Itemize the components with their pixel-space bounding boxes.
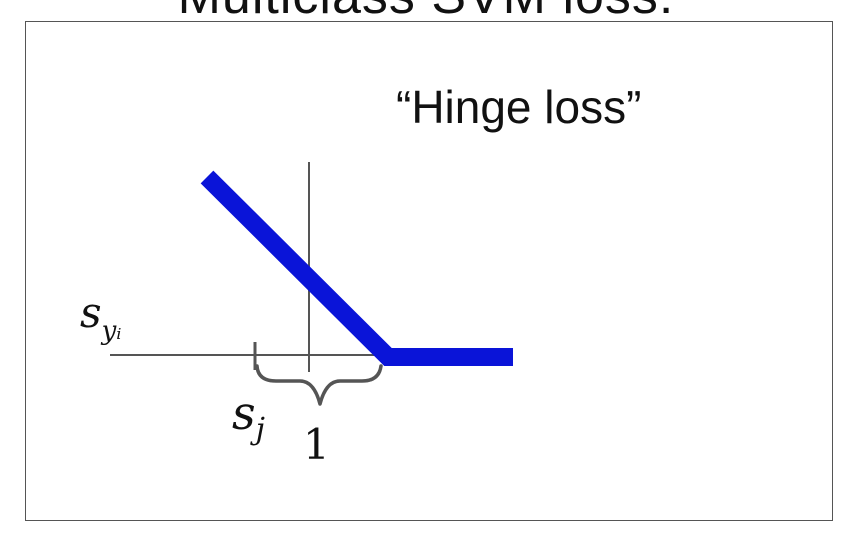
margin-brace [255,364,383,406]
label-s-yi-base: s [80,288,102,337]
label-s-yi: syᵢ [80,288,121,346]
hinge-loss-title: “Hinge loss” [396,81,642,133]
label-s-j-base: s [232,386,256,440]
hinge-loss-curve [200,170,513,366]
label-s-j: sj [232,386,265,447]
margin-label: 1 [303,420,330,469]
diagram-frame [25,21,833,521]
label-s-yi-subscript: yᵢ [101,316,122,346]
slide-title: Multiclass SVM loss: [0,0,852,26]
label-s-j-subscript: j [255,412,265,447]
